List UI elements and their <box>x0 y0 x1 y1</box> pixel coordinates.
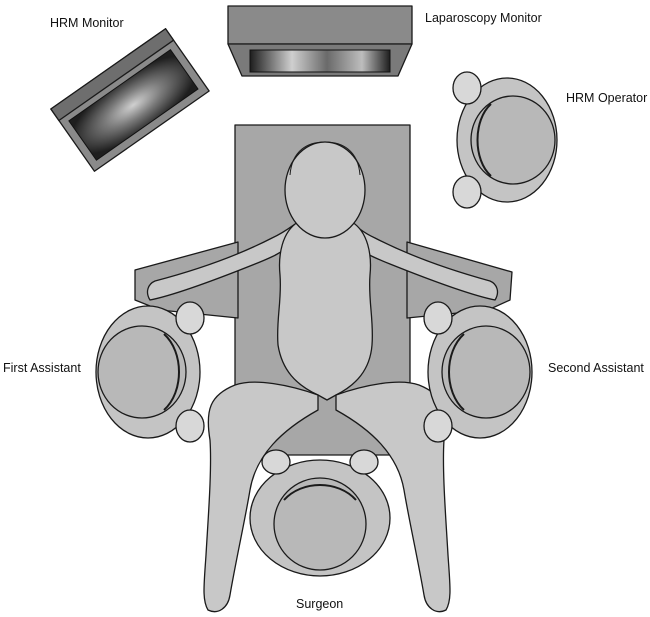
patient-head <box>284 141 366 239</box>
patient-right-leg <box>335 381 451 613</box>
label-surgeon: Surgeon <box>296 597 343 611</box>
label-first-assistant: First Assistant <box>3 361 81 375</box>
patient-left-leg <box>203 381 319 613</box>
second-assistant-head <box>441 325 531 419</box>
hrm-operator-mask <box>476 103 492 177</box>
surgeon-head <box>273 477 367 571</box>
second-assistant-right-hand <box>423 301 453 335</box>
second-assistant-mask <box>448 333 465 411</box>
laparoscopy-monitor-screen <box>249 49 391 73</box>
patient <box>146 141 499 613</box>
laparoscopy-monitor <box>227 5 413 77</box>
patient-torso <box>276 221 374 401</box>
patient-head-cap <box>289 141 361 176</box>
hrm-monitor-top <box>50 28 175 122</box>
hrm-operator-head <box>470 95 556 185</box>
label-second-assistant: Second Assistant <box>548 361 644 375</box>
label-hrm-operator: HRM Operator <box>566 91 647 105</box>
first-assistant-right-hand <box>175 409 205 443</box>
laparoscopy-monitor-top <box>227 5 413 45</box>
surgeon-figure <box>249 449 391 577</box>
second-assistant-left-hand <box>423 409 453 443</box>
first-assistant-mask <box>163 333 180 411</box>
hrm-operator-left-hand <box>452 175 482 209</box>
surgeon-mask <box>283 484 357 501</box>
label-laparoscopy-monitor: Laparoscopy Monitor <box>425 11 542 25</box>
first-assistant-left-hand <box>175 301 205 335</box>
hrm-monitor <box>50 28 210 172</box>
surgeon-right-hand <box>349 449 379 475</box>
hrm-monitor-screen <box>68 48 199 161</box>
surgeon-left-hand <box>261 449 291 475</box>
hrm-operator-figure <box>452 71 558 209</box>
hrm-operator-right-hand <box>452 71 482 105</box>
second-assistant-figure <box>423 301 533 443</box>
first-assistant-head <box>97 325 187 419</box>
label-hrm-monitor: HRM Monitor <box>50 16 124 30</box>
first-assistant-figure <box>95 301 205 443</box>
